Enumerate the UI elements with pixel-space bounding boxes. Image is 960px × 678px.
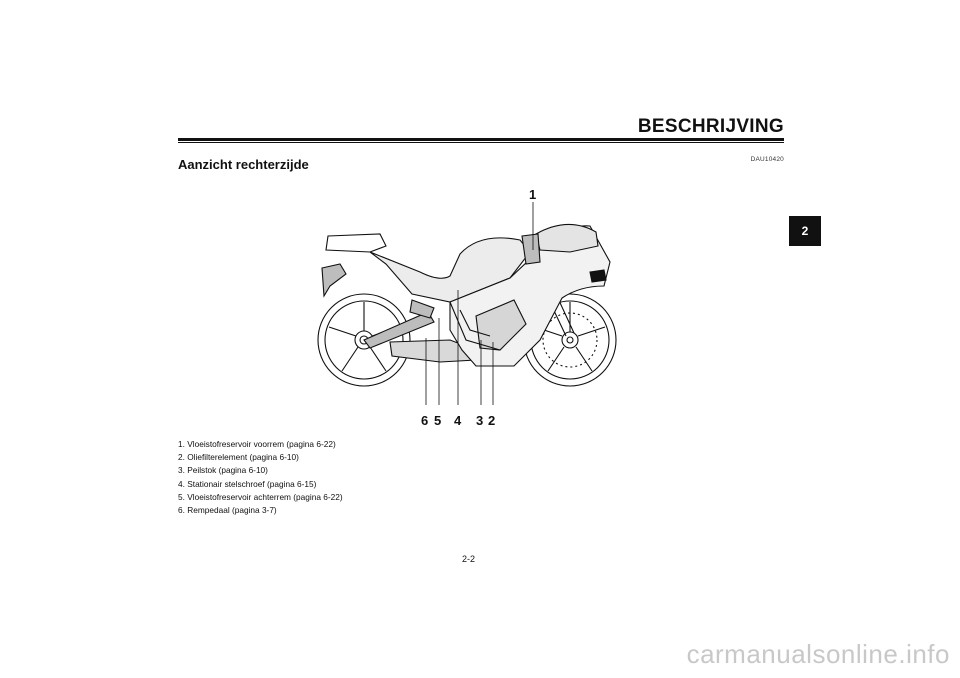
legend-item: 4. Stationair stelschroef (pagina 6-15) [178,478,317,489]
callout-number-1: 1 [529,187,537,202]
legend-item: 3. Peilstok (pagina 6-10) [178,465,268,476]
callout-number-4: 4 [454,413,462,428]
header-rule-thin [178,142,784,143]
windscreen [535,223,599,253]
legend-item: 2. Oliefilterelement (pagina 6-10) [178,452,299,463]
engine-line [459,309,491,337]
legend-item: 1. Vloeistofreservoir voorrem (pagina 6-… [178,439,336,449]
rear-tail [325,233,387,253]
callout-number-6: 6 [421,413,429,428]
callout-leaders [425,202,534,405]
motorcycle-illustration [317,202,617,405]
section-title: BESCHRIJVING [637,116,784,137]
parts-legend: 1. Vloeistofreservoir voorrem (pagina 6-… [178,438,343,517]
callout-number-2: 2 [488,413,496,428]
lower-fairing-line [449,301,501,351]
side-panel [475,299,527,351]
footpeg-bracket [409,299,435,319]
callout-number-5: 5 [434,413,442,428]
swingarm [363,311,435,349]
legend-item: 6. Rempedaal (pagina 3-7) [178,505,277,516]
rear-wheel [317,293,411,387]
rear-fender [321,263,347,298]
headlight [589,269,607,283]
watermark[interactable]: carmanualsonline.info [686,639,950,669]
reference-code: DAU10420 [750,156,784,163]
page-number: 2-2 [462,554,476,564]
page-subtitle: Aanzicht rechterzijde [178,157,309,172]
chapter-tab[interactable]: 2 [789,216,821,246]
callout-number-3: 3 [476,413,484,428]
legend-item: 5. Vloeistofreservoir achterrem (pagina … [178,491,343,502]
header-rule-thick [178,138,784,141]
